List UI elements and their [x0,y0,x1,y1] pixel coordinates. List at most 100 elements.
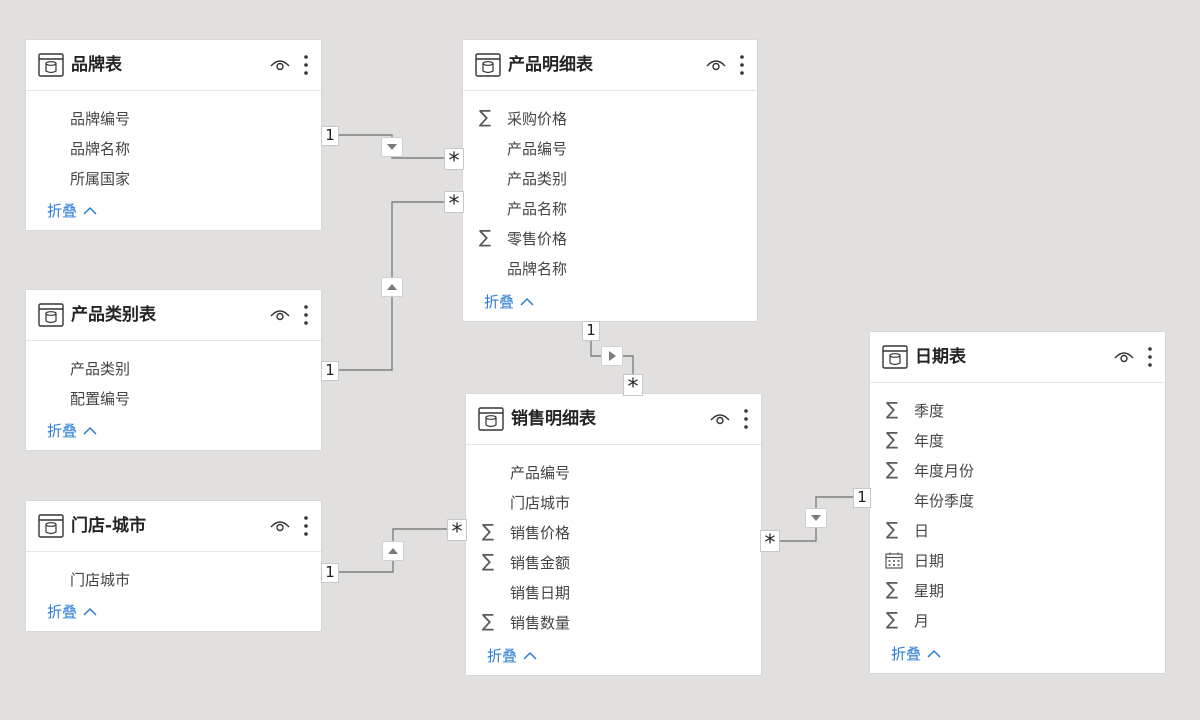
triangle-down-icon [811,515,821,521]
field-row[interactable]: 品牌名称 [26,133,321,163]
field-row[interactable]: ∑销售价格 [466,517,761,547]
table-header[interactable]: 日期表 [870,332,1165,383]
collapse-button[interactable]: 折叠 [891,643,941,664]
cardinality-one-category: 1 [321,361,339,381]
eye-icon[interactable] [270,307,290,323]
sigma-icon: ∑ [886,579,899,600]
chevron-up-icon [83,426,97,435]
field-row[interactable]: 年份季度 [870,485,1165,515]
more-options-icon[interactable] [1146,346,1154,368]
filter-direction-category-product[interactable] [381,277,403,297]
field-row[interactable]: ∑采购价格 [463,103,757,133]
field-row[interactable]: ∑星期 [870,575,1165,605]
table-card-product[interactable]: 产品明细表 ∑采购价格产品编号产品类别产品名称 ∑零售价格品牌名称 折叠 [463,40,757,321]
cardinality-one-store: 1 [321,563,339,583]
sigma-icon: ∑ [482,551,495,572]
sigma-icon: ∑ [886,429,899,450]
field-row[interactable]: ∑年度 [870,425,1165,455]
field-row[interactable]: 门店城市 [26,564,321,594]
table-card-brand[interactable]: 品牌表 品牌编号品牌名称所属国家 折叠 [26,40,321,230]
cardinality-many-sales-store: * [447,519,467,541]
filter-direction-sales-date[interactable] [805,508,827,528]
field-row[interactable]: ∑零售价格 [463,223,757,253]
field-list: 品牌编号品牌名称所属国家 [26,91,321,193]
field-row[interactable]: ∑季度 [870,395,1165,425]
field-row[interactable]: 产品类别 [26,353,321,383]
table-header[interactable]: 品牌表 [26,40,321,91]
table-title: 产品类别表 [71,305,156,325]
more-options-icon[interactable] [302,515,310,537]
field-label: 产品编号 [507,139,568,158]
table-header[interactable]: 产品类别表 [26,290,321,341]
sigma-icon: ∑ [482,611,495,632]
field-row[interactable]: 销售日期 [466,577,761,607]
field-label: 日期 [914,551,945,570]
field-label: 年份季度 [914,491,975,510]
field-row[interactable]: 日期 [870,545,1165,575]
cardinality-one-date: 1 [853,488,871,508]
field-label: 产品名称 [507,199,568,218]
sigma-icon: ∑ [886,519,899,540]
field-row[interactable]: 产品类别 [463,163,757,193]
eye-icon[interactable] [706,57,726,73]
chevron-up-icon [927,649,941,658]
table-title: 门店-城市 [71,516,147,536]
field-row[interactable]: ∑日 [870,515,1165,545]
field-label: 门店城市 [510,493,571,512]
collapse-button[interactable]: 折叠 [47,601,97,622]
field-row[interactable]: ∑月 [870,605,1165,635]
table-card-store[interactable]: 门店-城市 门店城市 折叠 [26,501,321,631]
field-row[interactable]: 所属国家 [26,163,321,193]
field-row[interactable]: 门店城市 [466,487,761,517]
table-card-category[interactable]: 产品类别表 产品类别配置编号 折叠 [26,290,321,450]
more-options-icon[interactable] [738,54,746,76]
field-row[interactable]: ∑年度月份 [870,455,1165,485]
field-label: 销售金额 [510,553,571,572]
field-row[interactable]: 产品编号 [466,457,761,487]
field-label: 产品类别 [70,359,131,378]
eye-icon[interactable] [710,411,730,427]
table-icon [38,514,64,538]
sigma-icon: ∑ [479,107,492,128]
eye-icon[interactable] [270,57,290,73]
table-card-sales[interactable]: 销售明细表 产品编号门店城市∑销售价格∑销售金额销售日期∑销售数量 折叠 [466,394,761,675]
eye-icon[interactable] [1114,349,1134,365]
collapse-button[interactable]: 折叠 [47,420,97,441]
more-options-icon[interactable] [302,304,310,326]
field-row[interactable]: 配置编号 [26,383,321,413]
field-label: 品牌编号 [70,109,131,128]
more-options-icon[interactable] [742,408,750,430]
field-list: ∑采购价格产品编号产品类别产品名称 ∑零售价格品牌名称 [463,91,757,283]
field-row[interactable]: 产品编号 [463,133,757,163]
field-label: 销售数量 [510,613,571,632]
table-header[interactable]: 门店-城市 [26,501,321,552]
collapse-button[interactable]: 折叠 [487,645,537,666]
more-options-icon[interactable] [302,54,310,76]
chevron-up-icon [83,607,97,616]
field-row[interactable]: 品牌名称 [463,253,757,283]
eye-icon[interactable] [270,518,290,534]
table-card-date[interactable]: 日期表 ∑季度∑年度∑年度月份年份季度 ∑日日期 ∑星期∑月 折叠 [870,332,1165,673]
collapse-button[interactable]: 折叠 [47,200,97,221]
field-label: 品牌名称 [70,139,131,158]
filter-direction-brand-product[interactable] [381,137,403,157]
field-row[interactable]: 产品名称 [463,193,757,223]
table-title: 品牌表 [71,55,122,75]
table-header[interactable]: 产品明细表 [463,40,757,91]
table-title: 日期表 [915,347,966,367]
field-row[interactable]: 品牌编号 [26,103,321,133]
cardinality-many-product-category: * [444,191,464,213]
table-icon [38,53,64,77]
sigma-icon: ∑ [482,521,495,542]
filter-direction-store-sales[interactable] [382,541,404,561]
cardinality-one-brand: 1 [321,126,339,146]
sigma-icon: ∑ [886,459,899,480]
field-label: 产品编号 [510,463,571,482]
filter-direction-product-sales[interactable] [601,346,623,366]
chevron-up-icon [523,651,537,660]
table-header[interactable]: 销售明细表 [466,394,761,445]
field-row[interactable]: ∑ 销售金额 [466,547,761,577]
collapse-button[interactable]: 折叠 [484,291,534,312]
field-list: 产品编号门店城市∑销售价格∑销售金额销售日期∑销售数量 [466,445,761,637]
field-row[interactable]: ∑ 销售数量 [466,607,761,637]
